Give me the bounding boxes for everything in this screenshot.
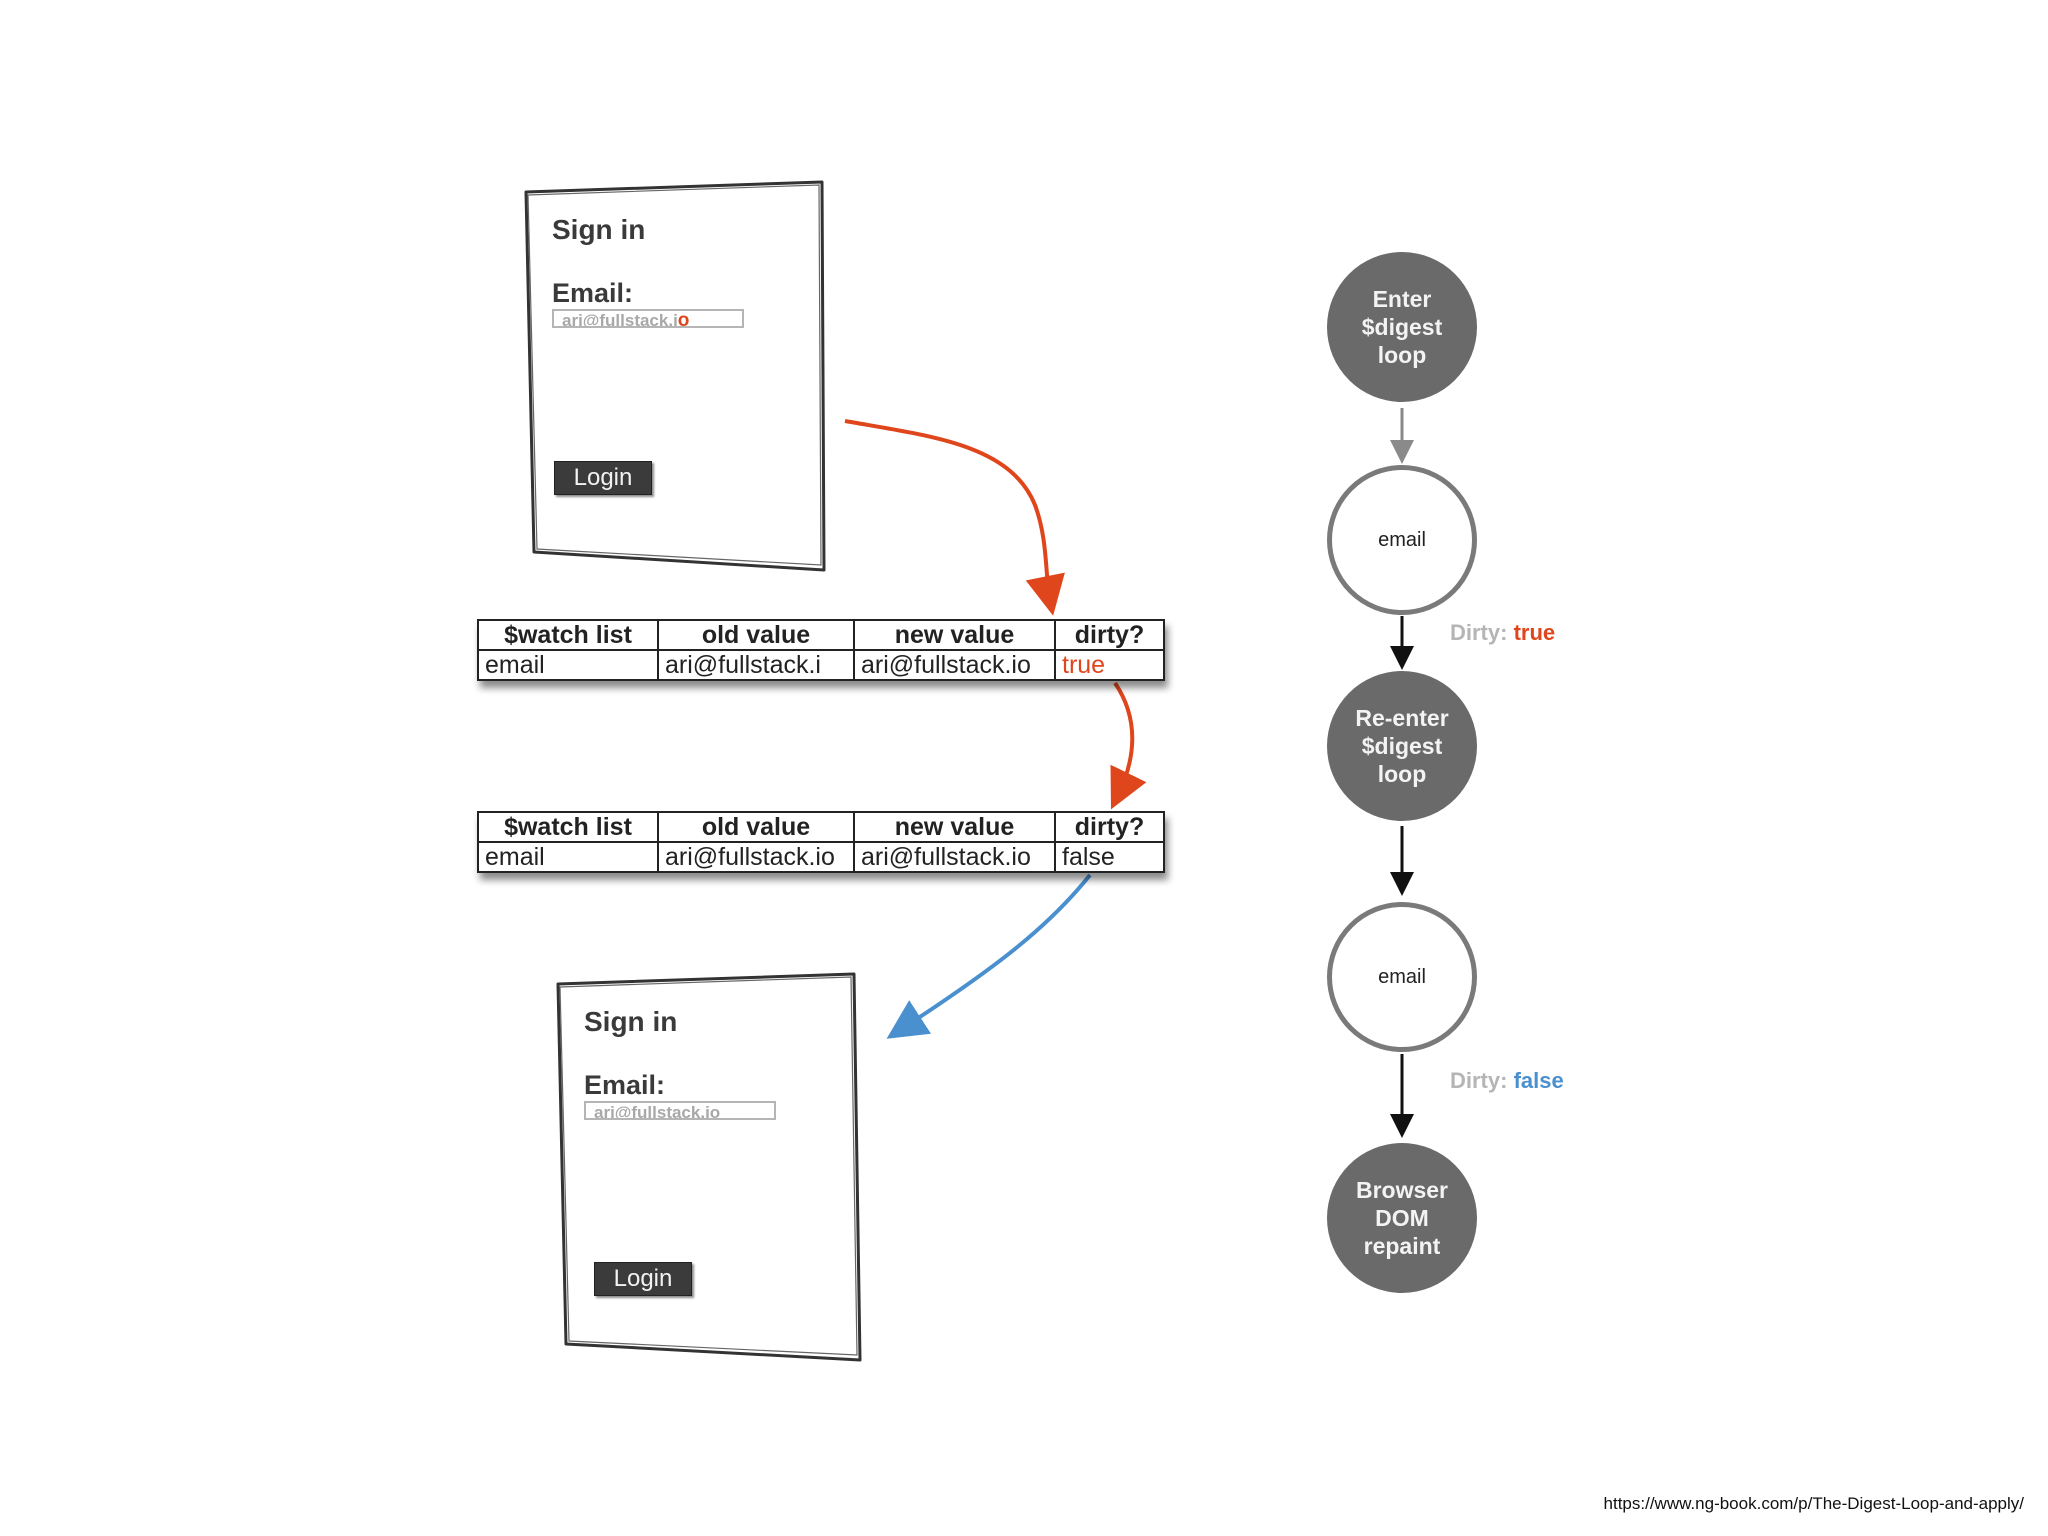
header-dirty: dirty? — [1054, 619, 1165, 651]
table-header-row: $watch list old value new value dirty? — [477, 811, 1165, 843]
card-title: Sign in — [584, 1006, 678, 1037]
node-label: email — [1378, 965, 1426, 988]
login-button[interactable]: Login — [554, 461, 652, 495]
header-old-value: old value — [657, 811, 855, 843]
arrow-table-to-card — [886, 873, 1092, 1039]
card-title: Sign in — [552, 214, 646, 245]
email-input-added-char: o — [677, 310, 690, 328]
node-email-watch-first: email — [1327, 465, 1477, 615]
node-label: email — [1378, 528, 1426, 551]
dirty-prefix: Dirty: — [1450, 620, 1514, 645]
header-new-value: new value — [853, 811, 1056, 843]
email-label: Email: — [584, 1070, 666, 1100]
arrow-table-to-table — [1110, 681, 1147, 810]
node-label: Re-enter $digest loop — [1355, 705, 1449, 787]
node-enter-digest-loop: Enter $digest loop — [1327, 252, 1477, 402]
dirty-annotation-true: Dirty: true — [1450, 620, 1555, 646]
node-label: Browser DOM repaint — [1355, 1177, 1449, 1259]
node-browser-dom-repaint: Browser DOM repaint — [1327, 1143, 1477, 1293]
node-label: Enter $digest loop — [1361, 286, 1443, 368]
email-input-value: ari@fullstack.i — [562, 311, 678, 328]
login-card-after: Sign in Email: ari@fullstack.io Login — [554, 972, 864, 1362]
login-button[interactable]: Login — [594, 1262, 692, 1296]
watch-table-second: $watch list old value new value dirty? e… — [477, 811, 1165, 873]
arrow-card-to-table — [844, 419, 1065, 616]
email-input[interactable]: ari@fullstack.io — [584, 1101, 776, 1120]
header-old-value: old value — [657, 619, 855, 651]
dirty-value: true — [1513, 620, 1556, 645]
table-header-row: $watch list old value new value dirty? — [477, 619, 1165, 651]
login-card-before: Sign in Email: ari@fullstack.io Login — [522, 180, 832, 572]
cell-new-value: ari@fullstack.io — [853, 649, 1056, 681]
table-row: email ari@fullstack.io ari@fullstack.io … — [477, 841, 1165, 873]
source-url[interactable]: https://www.ng-book.com/p/The-Digest-Loo… — [1603, 1494, 2024, 1513]
dirty-annotation-false: Dirty: false — [1450, 1068, 1564, 1094]
table-row: email ari@fullstack.i ari@fullstack.io t… — [477, 649, 1165, 681]
dirty-value: false — [1513, 1068, 1564, 1093]
cell-old-value: ari@fullstack.io — [657, 841, 855, 873]
header-new-value: new value — [853, 619, 1056, 651]
cell-old-value: ari@fullstack.i — [657, 649, 855, 681]
cell-dirty-value: false — [1054, 841, 1165, 873]
header-watch-list: $watch list — [477, 619, 659, 651]
cell-dirty-value: true — [1054, 649, 1165, 681]
cell-new-value: ari@fullstack.io — [853, 841, 1056, 873]
dirty-prefix: Dirty: — [1450, 1068, 1514, 1093]
watch-table-first: $watch list old value new value dirty? e… — [477, 619, 1165, 681]
node-email-watch-second: email — [1327, 902, 1477, 1052]
header-dirty: dirty? — [1054, 811, 1165, 843]
email-input[interactable]: ari@fullstack.io — [552, 309, 744, 328]
header-watch-list: $watch list — [477, 811, 659, 843]
cell-watch-name: email — [477, 841, 659, 873]
email-label: Email: — [552, 278, 634, 308]
cell-watch-name: email — [477, 649, 659, 681]
node-reenter-digest-loop: Re-enter $digest loop — [1327, 671, 1477, 821]
